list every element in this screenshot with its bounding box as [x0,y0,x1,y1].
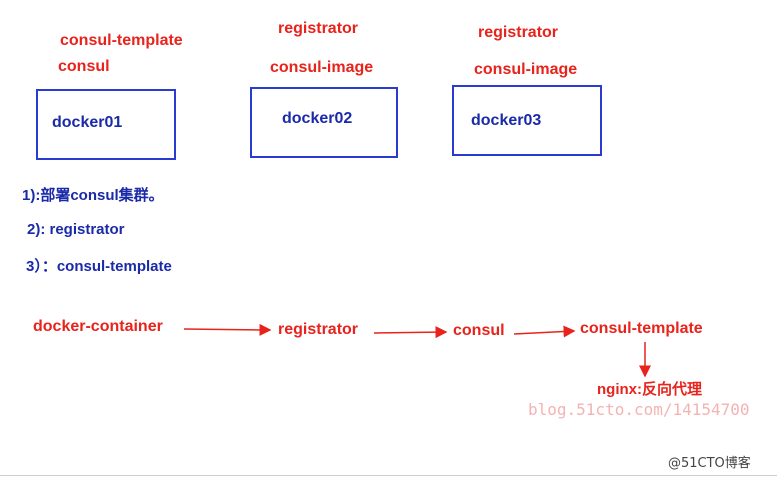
host-label-docker01: docker01 [52,114,123,131]
arrow-registrator-to-consul [373,326,448,339]
arrow-container-to-registrator [183,323,272,336]
label-registrator-docker03: registrator [478,24,559,41]
step-3: 3）：consul-template [26,258,172,275]
label-consul-image-docker02: consul-image [270,59,374,76]
flow-consul-template: consul-template [580,320,703,337]
host-label-docker03: docker03 [471,112,542,129]
flow-docker-container: docker-container [33,318,163,335]
nginx-reverse-proxy-label: nginx:反向代理 [597,381,702,398]
host-label-docker02: docker02 [282,110,353,127]
label-registrator-docker02: registrator [278,20,359,37]
arrow-consul-to-template [513,325,576,338]
label-consul-top: consul [58,58,110,75]
label-consul-image-docker03: consul-image [474,61,578,78]
step-2: 2): registrator [27,221,125,238]
host-box-docker01 [36,89,176,160]
host-box-docker02 [250,87,398,158]
label-consul-template-top: consul-template [60,32,183,49]
site-footer-mark: @51CTO博客 [668,456,751,471]
flow-consul: consul [453,322,505,339]
step-1: 1):部署consul集群。 [22,187,164,204]
host-box-docker03 [452,85,602,156]
bottom-divider [0,475,777,476]
flow-registrator: registrator [278,321,359,338]
blog-watermark: blog.51cto.com/14154700 [528,400,750,419]
